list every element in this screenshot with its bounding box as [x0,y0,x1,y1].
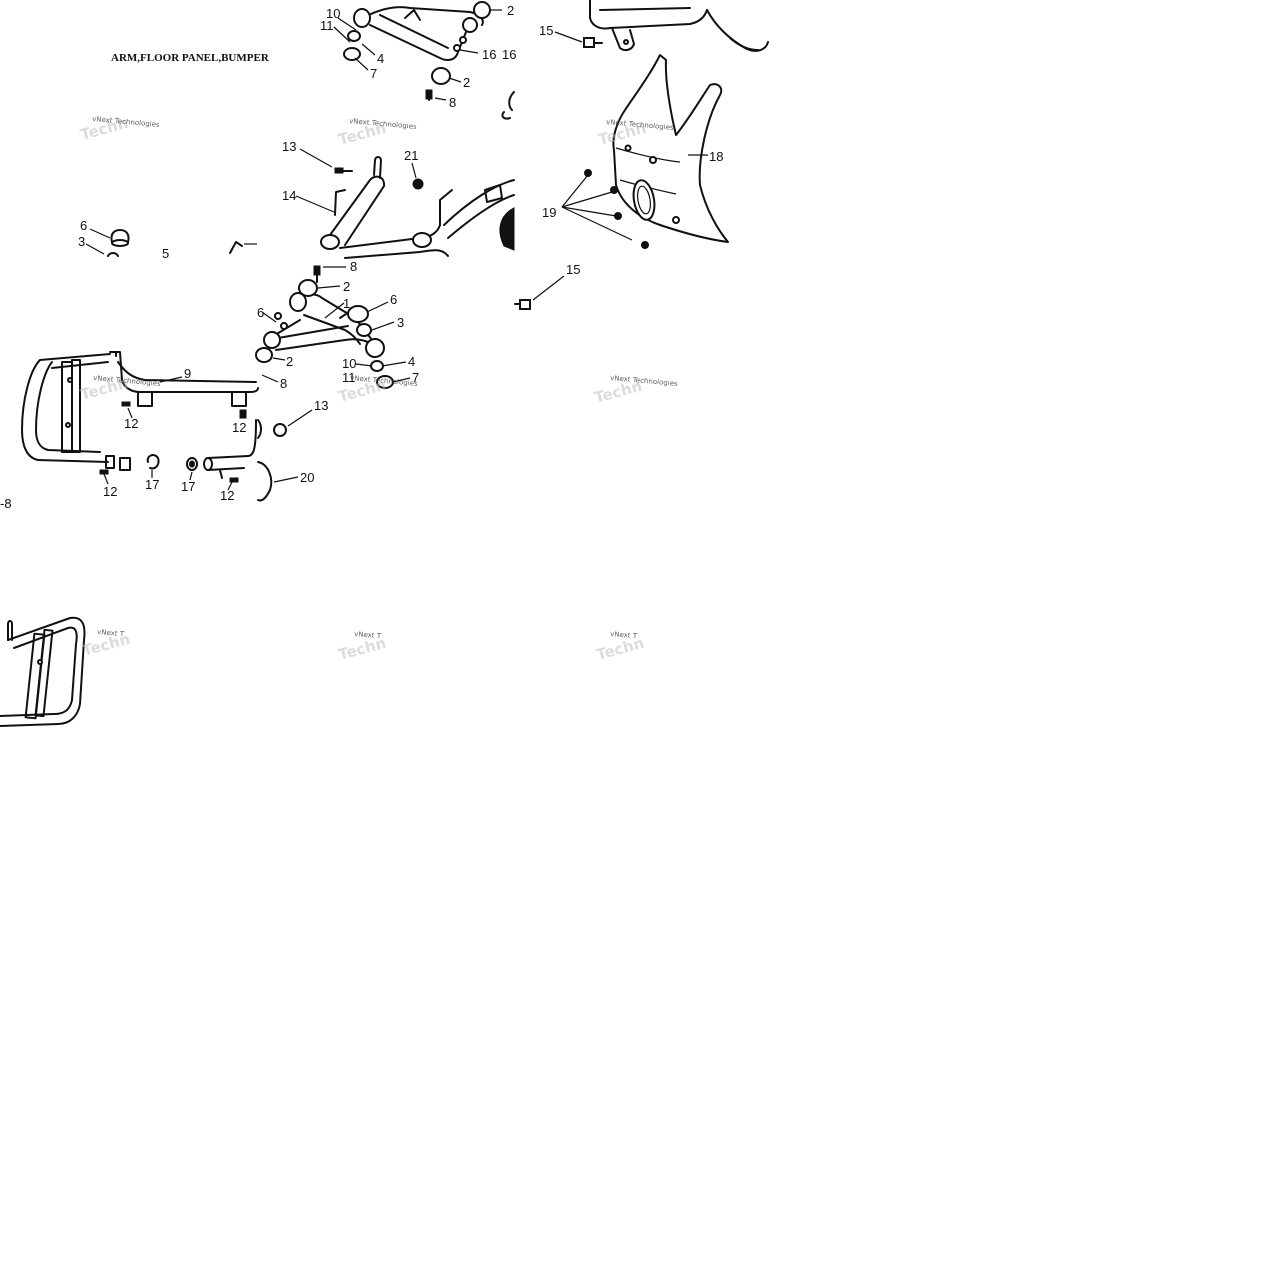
part-bushing-2 [298,279,318,297]
part-bushing-10 [347,30,361,42]
callout-16: 16 [502,47,516,62]
callout-13: 13 [282,139,296,154]
part-cap-6 [110,228,130,247]
part-cap-13 [273,423,287,437]
callout-6: 6 [257,305,264,320]
callout-11: 11 [342,370,356,385]
part-clamp-17 [146,454,198,471]
callout-11: 11 [320,18,334,33]
part-washer-7 [343,47,361,61]
a-arm-upper-assembly [353,1,491,85]
callout-12: 12 [124,416,138,431]
part-nut-16-lower [274,312,288,330]
diagram-title: ARM,FLOOR PANEL,BUMPER [111,52,270,64]
rear-bumper-frame-partial [0,616,86,727]
callout-13: 13 [314,398,328,413]
callout-8: -8 [0,496,12,511]
frame-fragment [257,419,262,439]
part-bolt-13 [334,167,353,174]
callout-3: 3 [78,234,85,249]
part-guard-20 [257,461,273,502]
part-bushing-10-lower [370,360,384,372]
callout-18: 18 [709,149,723,164]
frame-fragment [508,91,515,111]
callout-6: 6 [390,292,397,307]
callout-7: 7 [412,370,419,385]
callout-8: 8 [449,95,456,110]
callout-12: 12 [232,420,246,435]
callout-9: 9 [184,366,191,381]
callout-17: 17 [145,477,159,492]
callout-1: 1 [343,296,350,311]
callout-10: 10 [342,356,356,371]
callout-8: 8 [280,376,287,391]
part-bolt-15-lower [514,299,531,310]
callout-16: 16 [482,47,496,62]
callout-19: 19 [542,205,556,220]
callout-15: 15 [539,23,553,38]
callout-14: 14 [282,188,296,203]
callout-2: 2 [507,3,514,18]
callout-10: 10 [326,6,340,21]
callout-4: 4 [408,354,415,369]
rear-bumper-frame [21,351,259,479]
part-screws-12 [99,401,247,483]
frame-tube-14 [320,156,515,259]
callout-4: 4 [377,51,384,66]
part-nut-16 [453,36,467,52]
floor-panel [589,0,769,52]
callout-5: 5 [162,246,169,261]
frame-fragment [501,111,511,120]
callout-2: 2 [286,354,293,369]
frame-fragment [107,252,119,257]
callout-12: 12 [220,488,234,503]
callout-21: 21 [404,148,418,163]
callout-8: 8 [350,259,357,274]
frame-fragment [229,241,243,254]
part-bolt-8-lower [313,265,321,283]
part-cap-6-lower [347,305,369,323]
callout-20: 20 [300,470,314,485]
callout-17: 17 [181,479,195,494]
callout-3: 3 [397,315,404,330]
part-bolt-8 [425,89,433,101]
watermark: vNext T [97,628,125,638]
part-bushing-3 [356,323,372,337]
watermark: vNext T [354,630,382,640]
front-bumper-guard [612,54,729,243]
part-nut-21 [412,178,424,190]
callout-7: 7 [370,66,377,81]
watermark: vNext T [610,630,638,640]
callout-2: 2 [343,279,350,294]
callout-6: 6 [80,218,87,233]
callout-12: 12 [103,484,117,499]
part-bolt-15 [583,37,603,48]
callout-15: 15 [566,262,580,277]
callout-2: 2 [463,75,470,90]
